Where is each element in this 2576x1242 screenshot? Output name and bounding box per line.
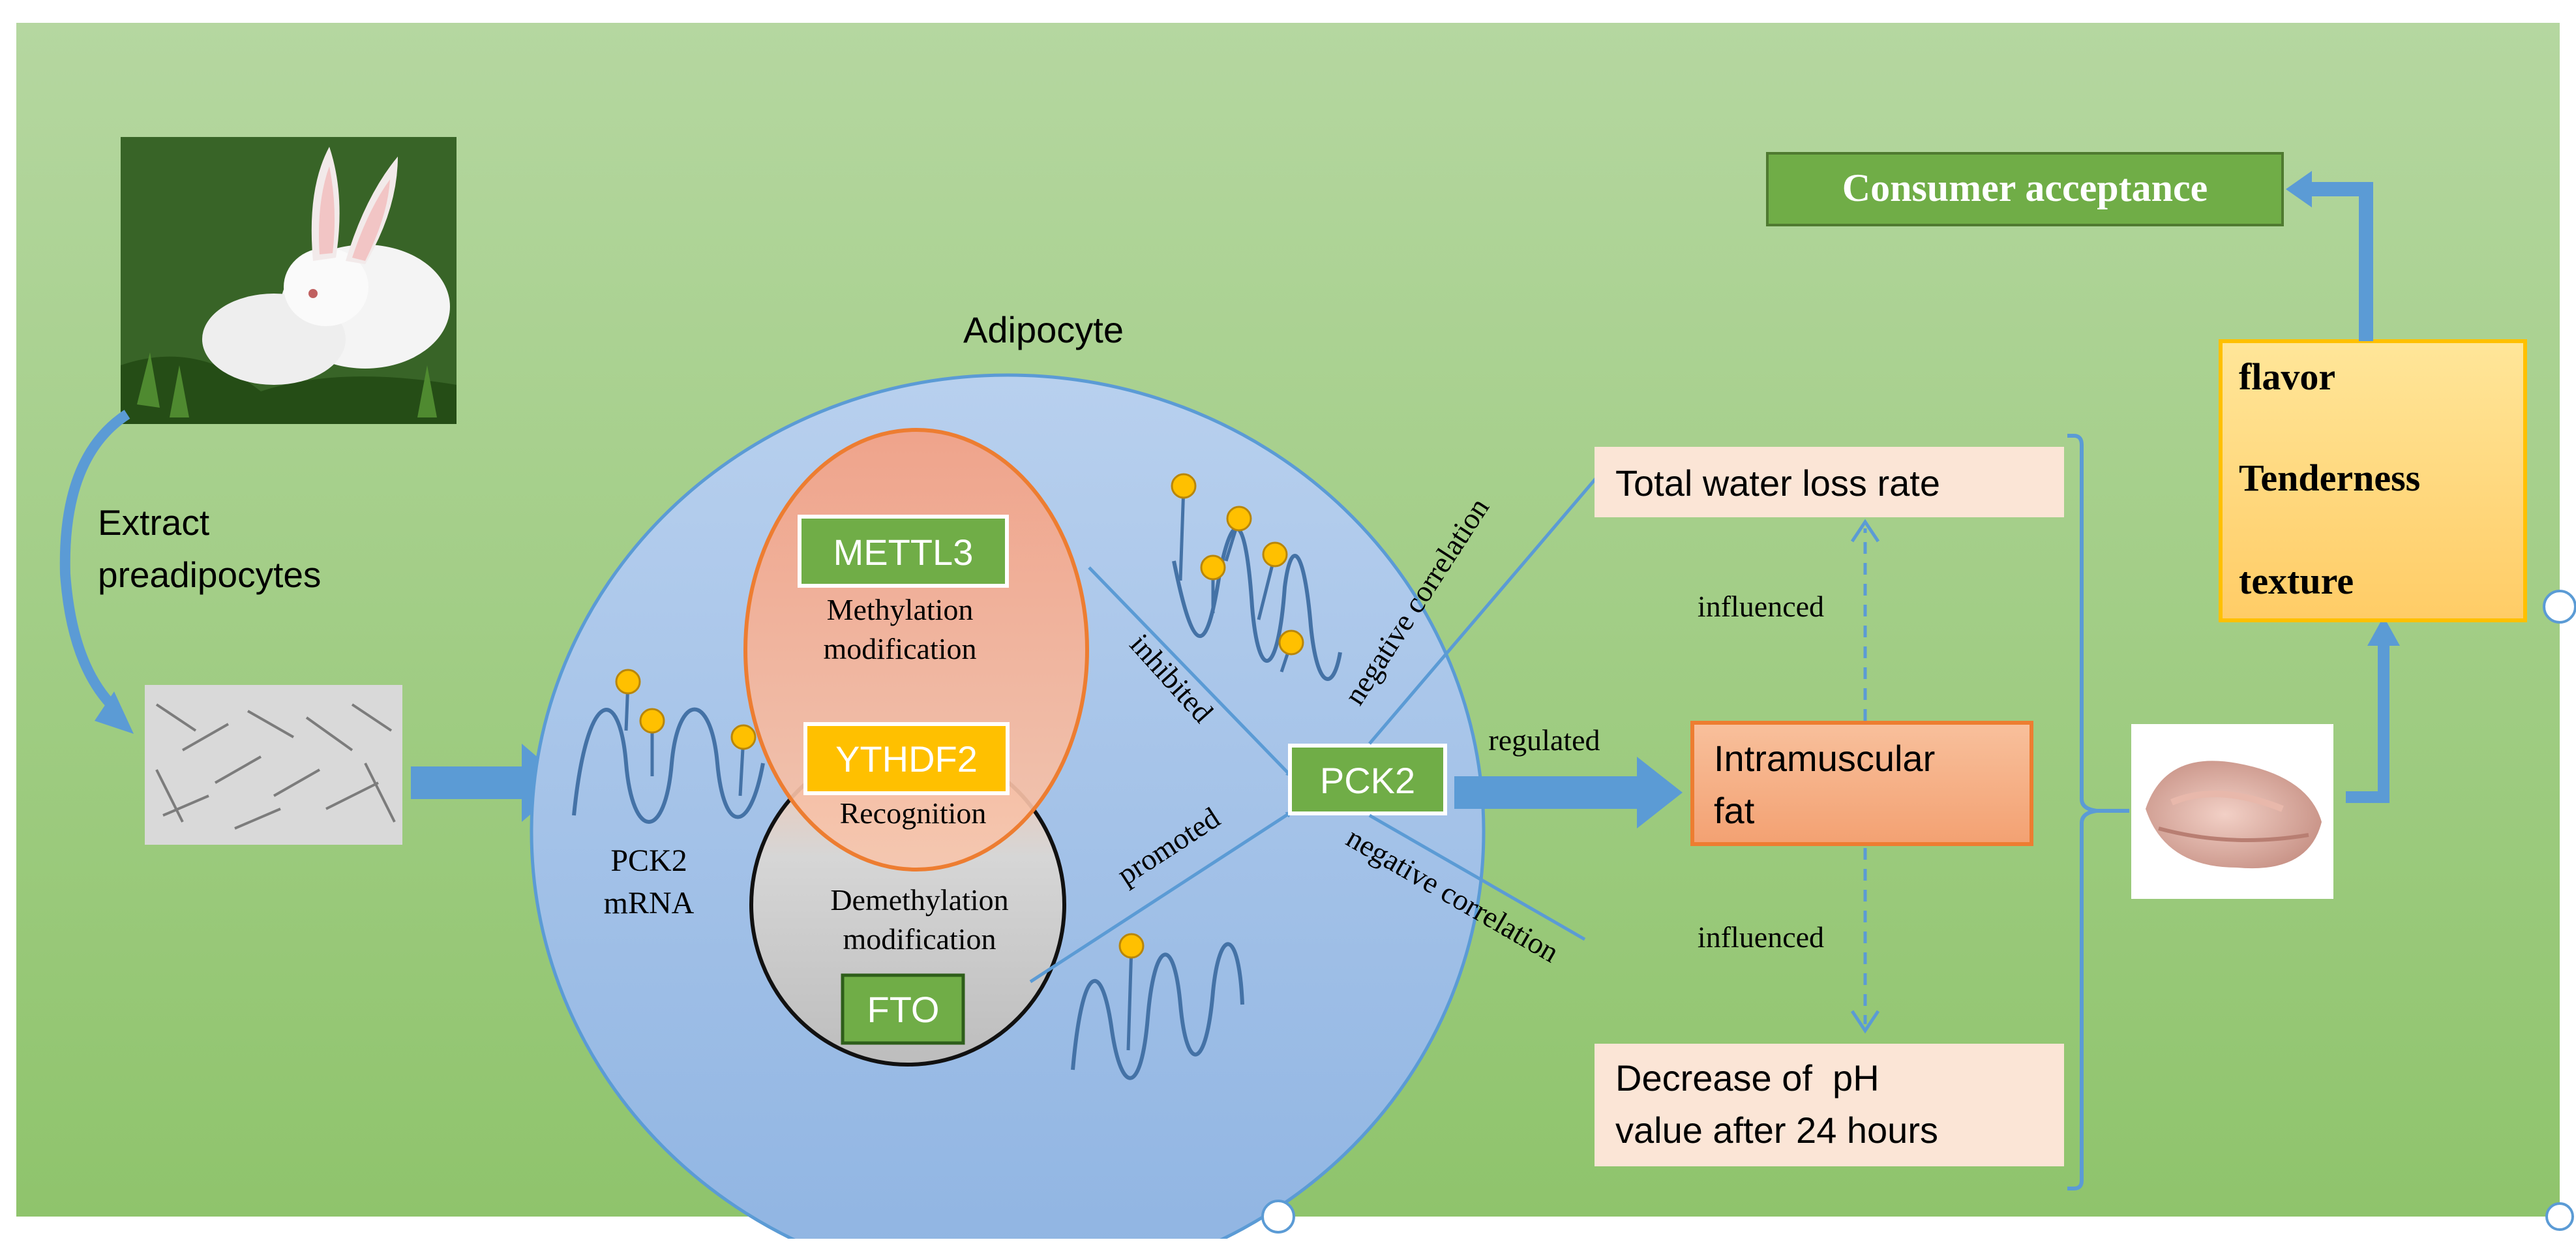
extract-label-line1: Extract	[98, 502, 209, 543]
meat-qualities-box	[2219, 339, 2527, 622]
fto-label: FTO	[867, 989, 940, 1030]
ph-decrease-box	[1595, 1044, 2064, 1166]
edge-handle-bottom	[1261, 1200, 1295, 1234]
mrna-label-line2: mRNA	[604, 886, 695, 920]
edge-handle-corner	[2545, 1202, 2574, 1231]
pck2-mrna-wave	[572, 669, 765, 824]
consumer-acceptance-label: Consumer acceptance	[1842, 166, 2208, 209]
ph-label-line1: Decrease of pH	[1615, 1057, 1880, 1098]
ph-label-line2: value after 24 hours	[1615, 1110, 1938, 1151]
quality-flavor: flavor	[2239, 356, 2335, 398]
extract-label-line2: preadipocytes	[98, 554, 321, 595]
recognition-label: Recognition	[840, 796, 987, 830]
methyl-dot	[639, 708, 665, 734]
adipocyte-label: Adipocyte	[963, 309, 1124, 350]
methylated-mrna-wave	[1171, 473, 1342, 681]
meat-arrowhead	[2367, 616, 2400, 646]
neg-corr-line-bottom	[1368, 813, 1586, 941]
demethylated-mrna-wave	[1071, 933, 1244, 1080]
methylation-label-line1: Methylation	[827, 593, 974, 626]
cell-input-arrow	[411, 744, 567, 822]
fto-box	[841, 973, 965, 1045]
qualities-to-consumer-arrow	[2309, 182, 2373, 341]
promoted-arrow	[1029, 810, 1293, 984]
ythdf2-box	[803, 722, 1010, 795]
extract-curve-arrow	[59, 410, 130, 712]
preadipocyte-image	[145, 685, 402, 845]
rabbit-meat-photo	[2131, 724, 2333, 899]
pck2-box	[1288, 744, 1447, 815]
pck2-label: PCK2	[1320, 760, 1415, 801]
extract-arrowhead	[95, 691, 134, 734]
edge-handle-right	[2543, 590, 2576, 624]
methyl-dot	[615, 669, 641, 695]
demethylation-label-line2: modification	[843, 922, 996, 956]
mettl3-box	[798, 515, 1009, 588]
quality-texture: texture	[2239, 560, 2354, 602]
inhibited-arrow	[1088, 566, 1293, 778]
regulated-arrow	[1454, 757, 1683, 828]
neg-corr-line-top	[1368, 475, 1599, 745]
influenced-bottom-label: influenced	[1698, 920, 1824, 954]
rabbit-photo	[121, 137, 457, 424]
consumer-arrowhead	[2286, 171, 2312, 207]
methyl-dot	[730, 724, 756, 750]
water-loss-label: Total water loss rate	[1615, 462, 1940, 504]
demethylation-label-line1: Demethylation	[830, 883, 1008, 916]
meat-to-qualities-arrow	[2346, 639, 2389, 803]
mrna-label-line1: PCK2	[610, 843, 687, 878]
quality-tenderness: Tenderness	[2239, 457, 2420, 499]
imf-label-line2: fat	[1714, 790, 1755, 831]
ythdf2-label: YTHDF2	[835, 738, 978, 780]
methylation-label-line2: modification	[823, 632, 976, 665]
water-loss-box	[1595, 447, 2064, 517]
consumer-acceptance-box	[1766, 152, 2284, 226]
intramuscular-fat-box	[1690, 721, 2033, 846]
regulated-label: regulated	[1488, 723, 1600, 757]
influenced-top-label: influenced	[1698, 590, 1824, 623]
mettl3-label: METTL3	[833, 532, 974, 573]
imf-label-line1: Intramuscular	[1714, 738, 1935, 779]
